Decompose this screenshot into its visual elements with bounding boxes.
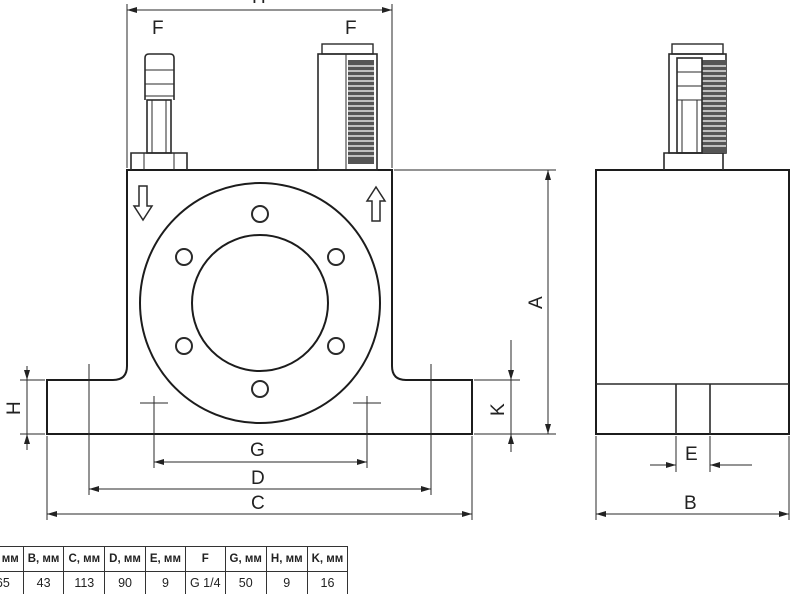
label-port-right: F (345, 18, 357, 39)
column-header: H, мм (266, 547, 307, 572)
label-dim-e: E (685, 444, 698, 465)
bolt-hole (176, 249, 192, 265)
table-cell: 43 (23, 572, 64, 594)
center-bore (192, 235, 328, 371)
table-cell: 90 (105, 572, 146, 594)
side-body (596, 170, 789, 434)
label-dim-h: H (4, 401, 25, 415)
label-dim-a: A (526, 296, 547, 309)
column-header: C, мм (64, 547, 105, 572)
label-dim-d: D (251, 468, 265, 489)
column-header: F (185, 547, 225, 572)
flow-in-arrow-icon (134, 186, 152, 220)
flow-out-arrow-icon (367, 187, 385, 221)
table-header-row: A, мм B, мм C, мм D, мм E, мм F G, мм H,… (0, 547, 348, 572)
front-view (20, 4, 556, 520)
column-header: D, мм (105, 547, 146, 572)
label-dim-b: B (684, 493, 697, 514)
outlet-silencer (318, 44, 377, 170)
table-cell: 65 (0, 572, 23, 594)
label-dim-g: G (250, 440, 265, 461)
bolt-hole (252, 206, 268, 222)
table-cell: 9 (145, 572, 185, 594)
bolt-hole (328, 338, 344, 354)
column-header: G, мм (225, 547, 266, 572)
flange-ring (140, 183, 380, 423)
dimensions-table: A, мм B, мм C, мм D, мм E, мм F G, мм H,… (0, 546, 348, 594)
column-header: B, мм (23, 547, 64, 572)
inlet-fitting (131, 54, 187, 170)
label-dim-c: C (251, 493, 265, 514)
bolt-hole (328, 249, 344, 265)
label-port-left: F (152, 18, 164, 39)
bolt-hole (252, 381, 268, 397)
table-cell: 113 (64, 572, 105, 594)
table-row: 65 43 113 90 9 G 1/4 50 9 16 (0, 572, 348, 594)
table-cell: 9 (266, 572, 307, 594)
column-header: A, мм (0, 547, 23, 572)
vibrator-body-outline (47, 170, 472, 434)
column-header: E, мм (145, 547, 185, 572)
column-header: K, мм (307, 547, 348, 572)
table-cell: 50 (225, 572, 266, 594)
bolt-hole (176, 338, 192, 354)
table-cell: 16 (307, 572, 348, 594)
label-dim-top: H (252, 0, 266, 8)
label-dim-k: K (488, 403, 509, 416)
table-cell: G 1/4 (185, 572, 225, 594)
